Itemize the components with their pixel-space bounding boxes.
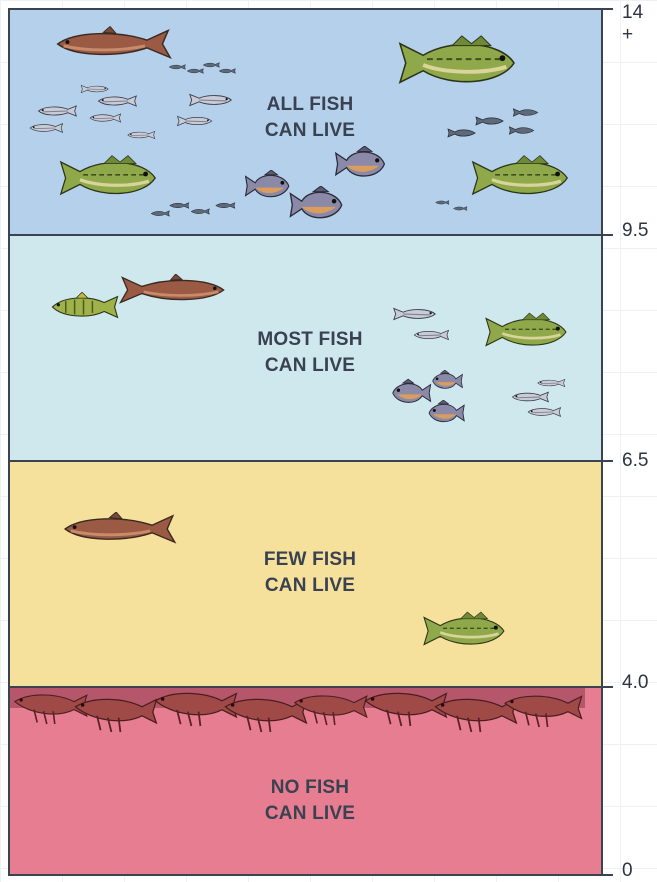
minnow-icon bbox=[88, 112, 122, 124]
tick-label-0: 0 bbox=[622, 860, 633, 882]
minnow-icon bbox=[176, 114, 214, 128]
minnow-icon bbox=[36, 104, 78, 118]
tiny-fish-icon bbox=[452, 206, 468, 211]
divider-6-5 bbox=[8, 460, 611, 462]
sunfish-icon bbox=[244, 170, 292, 202]
minnow-icon bbox=[510, 390, 550, 404]
tick-14 bbox=[603, 8, 613, 10]
minnow-icon bbox=[392, 306, 438, 322]
bass-icon bbox=[482, 310, 570, 354]
sunfish-icon bbox=[430, 370, 464, 392]
minnow-icon bbox=[188, 92, 234, 108]
tick-6-5 bbox=[603, 460, 613, 462]
minnow-icon bbox=[536, 378, 566, 388]
tiny-fish-icon bbox=[446, 128, 478, 138]
tick-9-5 bbox=[603, 234, 613, 236]
tiny-fish-icon bbox=[474, 116, 506, 126]
sunfish-icon bbox=[426, 400, 466, 426]
trout-icon bbox=[110, 274, 236, 306]
zone-label-all-line1: ALL FISH bbox=[210, 92, 410, 118]
zone-label-none-line1: NO FISH bbox=[210, 775, 410, 801]
zone-label-few-line2: CAN LIVE bbox=[210, 573, 410, 599]
tiny-fish-icon bbox=[214, 202, 236, 209]
zone-label-most-line2: CAN LIVE bbox=[210, 353, 410, 379]
trout-icon bbox=[56, 512, 182, 546]
tiny-fish-icon bbox=[218, 68, 236, 74]
zone-label-all: ALL FISH CAN LIVE bbox=[210, 92, 410, 144]
tick-4-0 bbox=[603, 686, 613, 688]
sunfish-icon bbox=[288, 186, 346, 224]
trout-icon bbox=[50, 26, 176, 62]
minnow-icon bbox=[126, 130, 156, 140]
divider-9-5 bbox=[8, 234, 611, 236]
minnow-icon bbox=[28, 122, 64, 134]
zone-label-few-line1: FEW FISH bbox=[210, 547, 410, 573]
bass-icon bbox=[56, 154, 160, 202]
zone-label-none: NO FISH CAN LIVE bbox=[210, 775, 410, 827]
dead-fish-icon bbox=[10, 688, 585, 736]
tiny-fish-icon bbox=[168, 202, 190, 209]
tiny-fish-icon bbox=[434, 200, 450, 205]
bass-icon bbox=[394, 34, 520, 92]
minnow-icon bbox=[80, 84, 110, 94]
tiny-fish-icon bbox=[508, 126, 536, 135]
minnow-icon bbox=[412, 328, 450, 342]
bass-icon bbox=[420, 610, 508, 652]
zone-label-most-line1: MOST FISH bbox=[210, 327, 410, 353]
sunfish-icon bbox=[334, 146, 388, 182]
tick-0 bbox=[603, 874, 613, 876]
tick-label-6-5: 6.5 bbox=[622, 450, 648, 472]
minnow-icon bbox=[96, 94, 138, 108]
tick-label-9-5: 9.5 bbox=[622, 220, 648, 242]
bass-icon bbox=[468, 154, 572, 202]
tiny-fish-icon bbox=[512, 108, 540, 117]
tiny-fish-icon bbox=[168, 64, 186, 70]
minnow-icon bbox=[526, 406, 562, 418]
zone-label-none-line2: CAN LIVE bbox=[210, 801, 410, 827]
tiny-fish-icon bbox=[186, 68, 204, 74]
tick-label-14: 14 + bbox=[622, 2, 657, 46]
zone-label-all-line2: CAN LIVE bbox=[210, 118, 410, 144]
tick-label-4-0: 4.0 bbox=[622, 672, 648, 694]
tiny-fish-icon bbox=[150, 210, 170, 217]
zone-label-most: MOST FISH CAN LIVE bbox=[210, 327, 410, 379]
zone-label-few: FEW FISH CAN LIVE bbox=[210, 547, 410, 599]
tiny-fish-icon bbox=[190, 208, 210, 215]
